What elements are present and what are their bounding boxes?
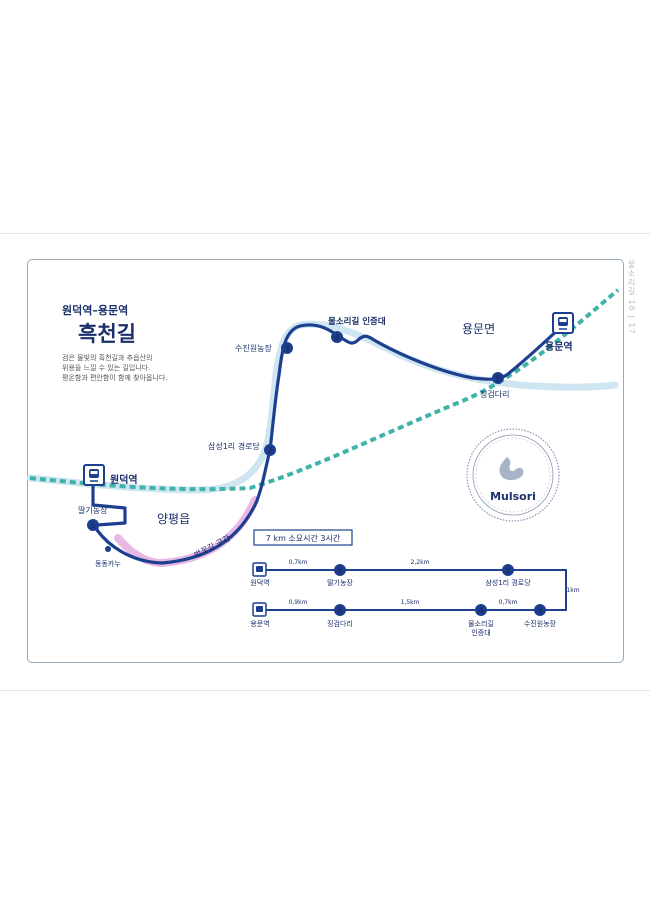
diagram-stop-3: 3: [534, 604, 546, 617]
route-title: 흑천길: [78, 321, 136, 346]
cherry-label: 벚꽃길 구간: [192, 532, 232, 560]
svg-text:5: 5: [337, 607, 343, 617]
region-label: 용문면: [462, 322, 495, 336]
svg-text:1: 1: [90, 522, 96, 532]
stop-label: 수진원농장: [235, 343, 272, 353]
svg-text:4: 4: [478, 607, 484, 617]
summary-text: 7 km 소요시간 3시간: [266, 533, 341, 543]
diagram-label: 징검다리: [327, 619, 353, 628]
stop-label: 딸기농장: [78, 505, 108, 515]
description-line: 위용을 느낄 수 있는 길입니다.: [62, 364, 151, 372]
stop-label: 징검다리: [480, 389, 509, 399]
diagram-label: 수진원농장: [524, 619, 557, 628]
water-drop-icon: [499, 457, 524, 481]
diagram-label: 용문역: [250, 619, 269, 628]
trail-route: [91, 323, 565, 565]
summary-box: 7 km 소요시간 3시간: [253, 529, 353, 546]
station-label: 원덕역: [110, 473, 138, 486]
diagram-label: 딸기농장: [327, 578, 353, 587]
station-icon: [552, 312, 574, 334]
canoe-marker: [105, 546, 111, 552]
diagram-stop-4: 4: [475, 604, 487, 617]
region-label: 양평읍: [157, 512, 190, 526]
canoe-label: 동동카누: [95, 559, 121, 568]
stop-marker-2: 2: [264, 444, 276, 457]
station-icon: [83, 464, 105, 486]
description-line: 검은 물빛의 흑천길과 추읍산의: [62, 354, 153, 362]
stop-marker-1: 1: [87, 519, 99, 532]
side-label: 물소리길 16 | 17: [627, 260, 636, 335]
svg-text:4: 4: [334, 334, 340, 344]
route-diagram: 1 2 원덕역 딸기농장 삼성1리 경로당 0,7km 2,2km 1km 5 …: [250, 559, 579, 637]
stop-marker-5: 5: [492, 372, 504, 385]
diagram-distance: 1,5km: [401, 599, 420, 606]
diagram-distance: 1km: [566, 587, 579, 594]
diagram-stop-5: 5: [334, 604, 346, 617]
station-label: 용문역: [545, 340, 573, 353]
stop-label: 물소리길 인증대: [328, 316, 386, 327]
svg-text:3: 3: [284, 345, 290, 355]
logo-text: Mulsori: [490, 490, 536, 503]
diagram-distance: 0,7km: [499, 599, 518, 606]
diagram-station-icon: [252, 602, 267, 617]
railway: [29, 288, 620, 492]
diagram-distance: 2,2km: [411, 559, 430, 566]
route-subtitle: 원덕역–용문역: [62, 304, 129, 317]
mulsori-logo: Mulsori: [466, 428, 560, 522]
diagram-label: 원덕역: [250, 578, 269, 587]
description-line: 평온함과 편안함이 함께 찾아옵니다.: [62, 374, 168, 382]
river: [26, 320, 619, 494]
stop-label: 삼성1리 경로당: [208, 441, 260, 451]
diagram-distance: 0,7km: [289, 559, 308, 566]
route-description: 검은 물빛의 흑천길과 추읍산의 위용을 느낄 수 있는 길입니다. 평온함과 …: [62, 353, 202, 383]
diagram-label: 삼성1리 경로당: [485, 578, 531, 587]
stop-marker-3: 3: [281, 342, 293, 355]
svg-text:2: 2: [505, 567, 511, 577]
svg-text:2: 2: [267, 447, 273, 457]
svg-text:3: 3: [537, 607, 543, 617]
svg-text:1: 1: [337, 567, 343, 577]
diagram-stop-1: 1: [334, 564, 346, 577]
diagram-station-icon: [252, 562, 267, 577]
diagram-stop-2: 2: [502, 564, 514, 577]
stop-marker-4: 4: [331, 331, 343, 344]
diagram-distance: 0,9km: [289, 599, 308, 606]
svg-text:5: 5: [495, 375, 501, 385]
